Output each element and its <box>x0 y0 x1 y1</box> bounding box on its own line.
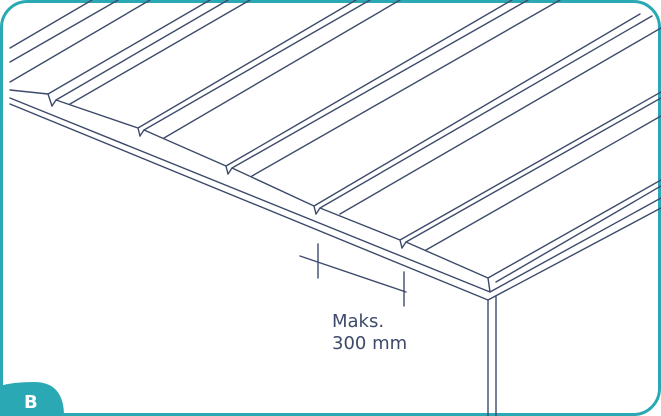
dimension-marker <box>299 243 407 307</box>
eave-top-edge <box>9 97 661 293</box>
badge: B <box>0 382 64 416</box>
board-ends <box>9 89 491 293</box>
annotation-line2: 300 mm <box>332 333 407 354</box>
board-lines <box>9 0 661 283</box>
annotation-line1: Maks. <box>332 311 384 332</box>
badge-background <box>0 382 64 416</box>
badge-letter: B <box>24 392 38 413</box>
eave-bottom-edge <box>9 103 661 301</box>
roof-structure <box>9 0 661 416</box>
